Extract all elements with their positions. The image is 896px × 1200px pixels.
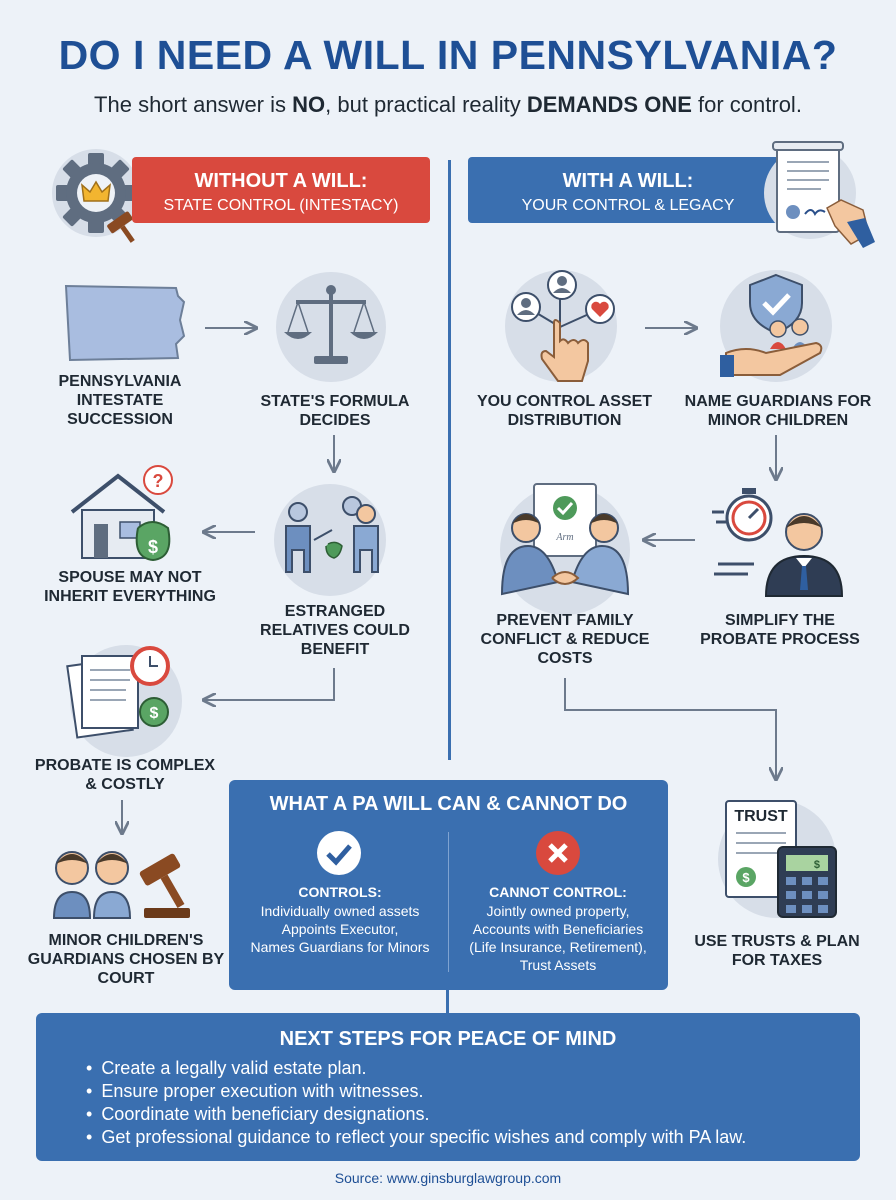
page-title: DO I NEED A WILL IN PENNSYLVANIA? bbox=[58, 32, 838, 78]
svg-text:$: $ bbox=[150, 705, 159, 722]
center-divider-line bbox=[448, 160, 451, 760]
cannot-line: Jointly owned property, bbox=[486, 903, 630, 919]
with-will-banner: WITH A WILL: YOUR CONTROL & LEGACY bbox=[468, 157, 788, 223]
controls-column: CONTROLS: Individually owned assets Appo… bbox=[235, 883, 445, 956]
can-cannot-box: WHAT A PA WILL CAN & CANNOT DO CONTROLS:… bbox=[229, 780, 668, 990]
next-step-item: Coordinate with beneficiary designations… bbox=[86, 1103, 746, 1126]
with-will-subheading: YOUR CONTROL & LEGACY bbox=[521, 197, 735, 214]
svg-text:?: ? bbox=[153, 471, 164, 491]
next-steps-list: Create a legally valid estate plan. Ensu… bbox=[86, 1057, 746, 1149]
next-steps-box: NEXT STEPS FOR PEACE OF MIND Create a le… bbox=[36, 1013, 860, 1161]
subtitle-demands: DEMANDS ONE bbox=[526, 92, 692, 117]
without-will-heading: WITHOUT A WILL: bbox=[194, 170, 368, 192]
next-step-item: Ensure proper execution with witnesses. bbox=[86, 1080, 746, 1103]
next-step-item: Create a legally valid estate plan. bbox=[86, 1057, 746, 1080]
controls-heading: CONTROLS: bbox=[298, 884, 382, 900]
arrow-relatives-to-probate bbox=[205, 668, 335, 700]
source-credit: Source: www.ginsburglawgroup.com bbox=[334, 1170, 562, 1186]
without-will-banner: WITHOUT A WILL: STATE CONTROL (INTESTACY… bbox=[132, 157, 430, 223]
node-use-trusts: USE TRUSTS & PLAN FOR TAXES bbox=[694, 933, 860, 969]
stopwatch-person-icon bbox=[712, 488, 844, 597]
will-document-hand-icon bbox=[764, 141, 875, 248]
children-gavel-icon bbox=[52, 851, 190, 919]
svg-text:$: $ bbox=[148, 537, 158, 557]
shield-family-icon bbox=[720, 273, 823, 377]
can-cannot-title: WHAT A PA WILL CAN & CANNOT DO bbox=[269, 793, 628, 815]
trust-calculator-icon: TRUST $ $ bbox=[725, 800, 837, 918]
cannot-line: Trust Assets bbox=[519, 957, 597, 973]
scales-icon bbox=[284, 285, 378, 364]
node-estranged-relatives: ESTRANGED RELATIVES COULD BENEFIT bbox=[260, 603, 410, 658]
svg-text:$: $ bbox=[742, 870, 750, 885]
node-name-guardians: NAME GUARDIANS FOR MINOR CHILDREN bbox=[684, 393, 872, 429]
svg-text:$: $ bbox=[814, 859, 820, 871]
arrow-prevent-to-trusts bbox=[564, 678, 776, 778]
can-cannot-divider bbox=[448, 832, 449, 972]
next-steps-title: NEXT STEPS FOR PEACE OF MIND bbox=[279, 1028, 617, 1050]
node-spouse-inherit: SPOUSE MAY NOT INHERIT EVERYTHING bbox=[44, 569, 216, 605]
controls-line: Names Guardians for Minors bbox=[250, 939, 430, 955]
node-simplify-probate: SIMPLIFY THE PROBATE PROCESS bbox=[700, 612, 860, 648]
page-subtitle: The short answer is NO, but practical re… bbox=[0, 92, 896, 118]
subtitle-post: for control. bbox=[691, 92, 802, 117]
node-state-formula: STATE'S FORMULA DECIDES bbox=[260, 393, 410, 429]
node-probate-complex: PROBATE IS COMPLEX & COSTLY bbox=[34, 757, 216, 793]
node-pa-intestate: PENNSYLVANIA INTESTATE SUCCESSION bbox=[58, 373, 182, 428]
node-prevent-conflict: PREVENT FAMILY CONFLICT & REDUCE COSTS bbox=[480, 612, 650, 667]
node-minor-guardians-court: MINOR CHILDREN'S GUARDIANS CHOSEN BY COU… bbox=[27, 932, 225, 987]
with-will-heading: WITH A WILL: bbox=[562, 170, 694, 192]
house-money-icon: ? $ bbox=[70, 465, 173, 562]
document-signature: Arm bbox=[555, 532, 573, 543]
controls-line: Appoints Executor, bbox=[281, 921, 399, 937]
node-control-distribution: YOU CONTROL ASSET DISTRIBUTION bbox=[476, 393, 653, 429]
connector-stem bbox=[446, 990, 449, 1013]
pennsylvania-map-icon bbox=[64, 284, 186, 362]
handshake-icon: Arm bbox=[500, 483, 630, 596]
subtitle-pre: The short answer is bbox=[94, 92, 293, 117]
relatives-icon bbox=[285, 496, 379, 573]
cannot-line: Accounts with Beneficiaries bbox=[472, 921, 644, 937]
hand-network-icon bbox=[511, 270, 615, 382]
documents-clock-icon: $ bbox=[66, 646, 170, 739]
x-icon bbox=[536, 831, 580, 875]
gear-crown-icon bbox=[52, 149, 140, 243]
cannot-line: (Life Insurance, Retirement), bbox=[469, 939, 647, 955]
subtitle-mid: , but practical reality bbox=[325, 92, 527, 117]
next-step-item: Get professional guidance to reflect you… bbox=[86, 1126, 746, 1149]
without-will-subheading: STATE CONTROL (INTESTACY) bbox=[163, 197, 399, 214]
trust-label: TRUST bbox=[734, 808, 788, 825]
cannot-column: CANNOT CONTROL: Jointly owned property, … bbox=[453, 883, 663, 974]
controls-line: Individually owned assets bbox=[260, 903, 420, 919]
cannot-heading: CANNOT CONTROL: bbox=[489, 884, 627, 900]
subtitle-no: NO bbox=[292, 92, 326, 117]
check-icon bbox=[317, 831, 361, 875]
